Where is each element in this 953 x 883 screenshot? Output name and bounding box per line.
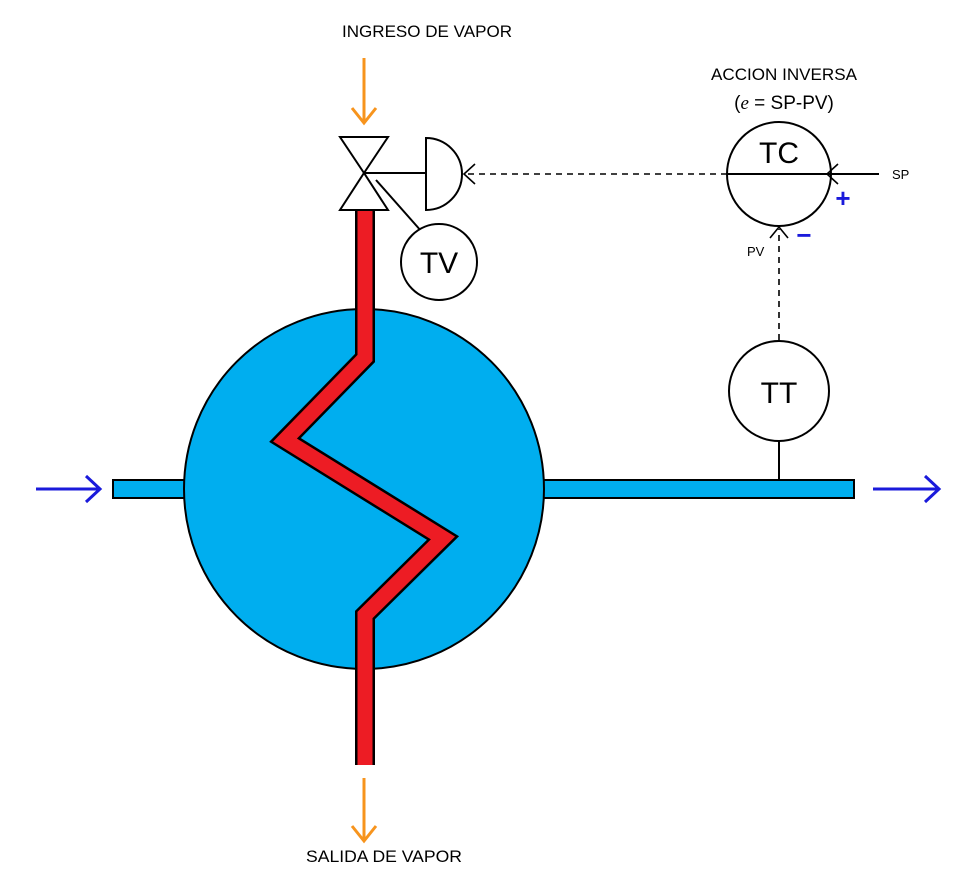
sp-signal-arrowhead <box>825 163 839 185</box>
steam-out-label: SALIDA DE VAPOR <box>306 847 462 866</box>
steam-in-arrow <box>350 58 378 126</box>
tv-leader-line <box>375 179 423 233</box>
action-formula-label: (e = SP-PV) <box>734 93 834 114</box>
steam-coil-core <box>273 208 456 765</box>
flow-in-arrow <box>36 474 103 504</box>
inlet-pipe <box>112 479 192 499</box>
tt-instrument-bubble <box>728 340 830 442</box>
controller-output-arrowhead <box>462 163 476 185</box>
tt-label: TT <box>761 377 798 410</box>
tc-label: TC <box>759 137 799 170</box>
tv-instrument-bubble <box>400 223 478 301</box>
flow-out-arrow <box>873 474 942 504</box>
action-title-label: ACCION INVERSA <box>711 65 858 84</box>
sp-label: SP <box>892 167 909 182</box>
pv-label: PV <box>747 244 765 259</box>
tv-label: TV <box>420 247 458 280</box>
steam-out-arrow <box>350 778 378 844</box>
minus-sign: − <box>796 220 811 250</box>
diaphragm-actuator-icon <box>425 136 463 212</box>
control-valve-icon <box>338 136 390 211</box>
steam-in-label: INGRESO DE VAPOR <box>342 22 512 41</box>
outlet-pipe <box>537 479 855 499</box>
plus-sign: + <box>835 183 850 213</box>
